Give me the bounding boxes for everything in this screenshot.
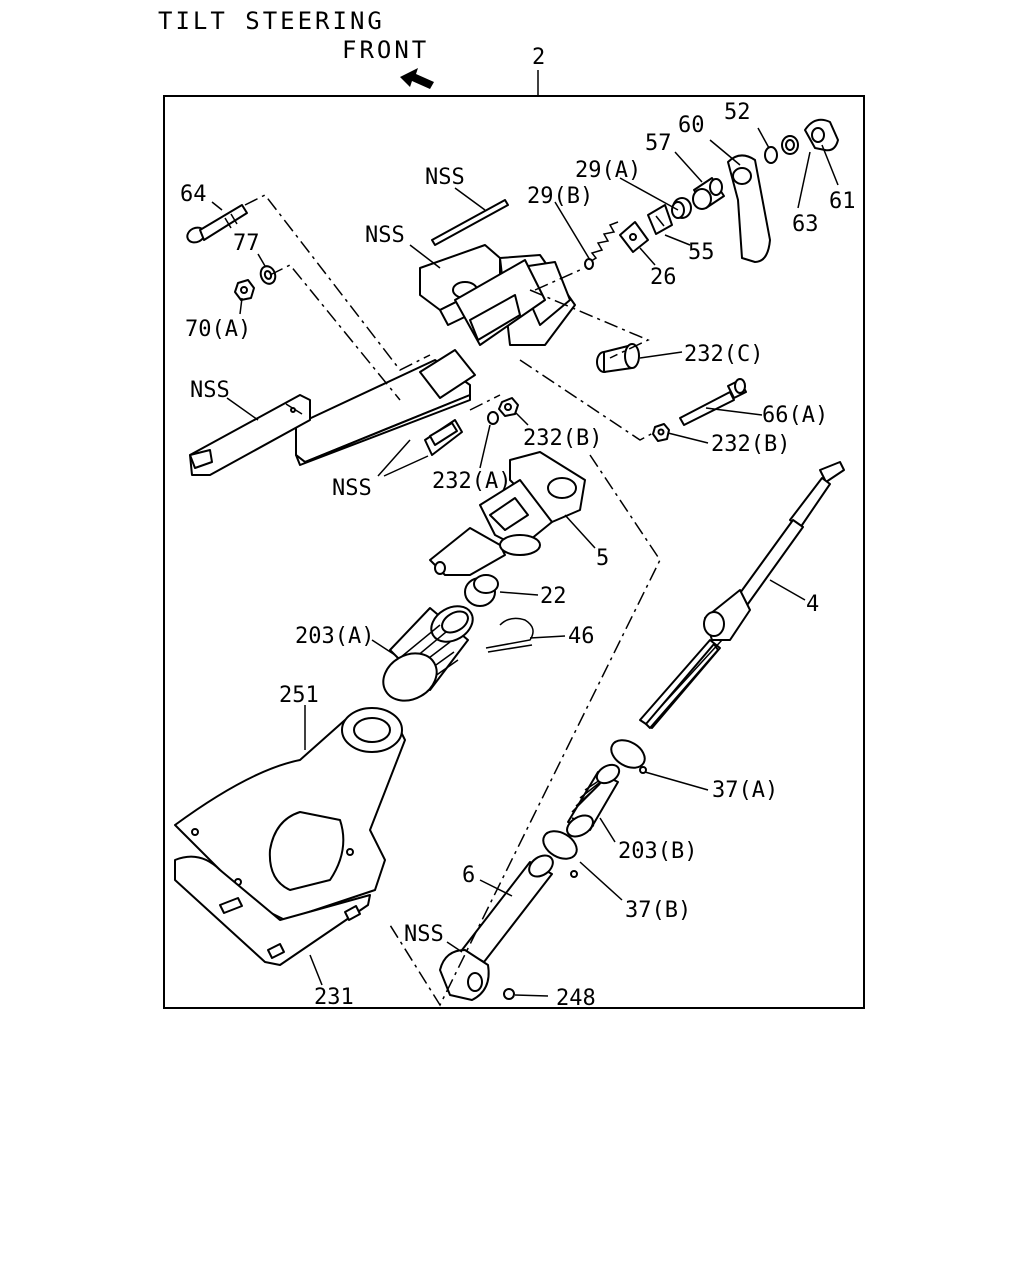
band-37a: [610, 739, 647, 774]
callout-77: 77: [233, 231, 260, 256]
callout-64: 64: [180, 182, 207, 207]
callout-61: 61: [829, 189, 856, 214]
knob-61: [804, 118, 839, 152]
callout-232b-mid: 232(B): [523, 426, 602, 451]
callout-55: 55: [688, 240, 715, 265]
washer-52: [764, 146, 778, 164]
front-arrow-icon: [400, 68, 434, 89]
callout-nss-joint: NSS: [404, 922, 444, 947]
callout-6: 6: [462, 863, 475, 888]
nss-rod: [431, 199, 509, 246]
gasket-231: [174, 855, 371, 966]
callout-nss-rod: NSS: [425, 165, 465, 190]
front-direction-label: FRONT: [342, 36, 429, 64]
column-bracket-5: [429, 451, 586, 576]
nut-70a: [234, 279, 255, 301]
nss-left-bracket: [189, 394, 311, 476]
callout-52: 52: [724, 100, 751, 125]
callout-29b: 29(B): [527, 184, 593, 209]
callout-22: 22: [540, 584, 567, 609]
callout-203a: 203(A): [295, 624, 374, 649]
callout-26: 26: [650, 265, 677, 290]
callout-63: 63: [792, 212, 819, 237]
assembly-frame: [163, 95, 865, 1009]
bolt-248: [503, 988, 515, 1000]
leader-lines: [211, 127, 839, 997]
diagram-title: TILT STEERING: [158, 7, 385, 35]
assembly-ref-label: 2: [532, 45, 545, 70]
callout-232a: 232(A): [432, 469, 511, 494]
bushing-232c: [596, 343, 640, 373]
callout-37b: 37(B): [625, 898, 691, 923]
nut-63: [781, 135, 799, 155]
callout-nss-lower: NSS: [332, 476, 372, 501]
lower-shaft-6: [439, 854, 554, 1001]
nut-232b-mid: [498, 397, 519, 417]
boot-203b: [566, 763, 621, 838]
callout-66a: 66(A): [762, 403, 828, 428]
bolt-64: [186, 204, 248, 244]
callout-248: 248: [556, 986, 596, 1011]
callout-70a: 70(A): [185, 317, 251, 342]
callout-nss-bracket: NSS: [365, 223, 405, 248]
callout-57: 57: [645, 131, 672, 156]
nut-232b-right: [652, 423, 670, 442]
callout-37a: 37(A): [712, 778, 778, 803]
callout-nss-plate: NSS: [190, 378, 230, 403]
boot-203a: [382, 605, 474, 702]
callout-203b: 203(B): [618, 839, 697, 864]
callout-29a: 29(A): [575, 158, 641, 183]
clip-46: [485, 617, 534, 653]
callout-4: 4: [806, 592, 819, 617]
washer-77: [259, 265, 277, 285]
callout-232b-right: 232(B): [711, 432, 790, 457]
dash-lines: [244, 194, 661, 1007]
nut-232a: [487, 411, 499, 425]
callout-46: 46: [568, 624, 595, 649]
nss-long-plate: [295, 349, 476, 466]
callout-232c: 232(C): [684, 342, 763, 367]
band-37b: [542, 830, 578, 878]
callout-251: 251: [279, 683, 319, 708]
spring-29b: [584, 221, 619, 270]
bolt-66a: [679, 378, 747, 426]
lever-60: [727, 154, 771, 263]
bushing-22: [464, 574, 499, 607]
steering-shaft-4: [639, 461, 845, 729]
callout-231: 231: [314, 985, 354, 1010]
clip-26: [619, 221, 649, 253]
callout-60: 60: [678, 113, 705, 138]
nss-upper-bracket: [419, 244, 576, 346]
boot-cover-251: [174, 707, 406, 921]
callout-5: 5: [596, 546, 609, 571]
plate-55: [647, 204, 673, 235]
bushing-57: [692, 177, 725, 210]
